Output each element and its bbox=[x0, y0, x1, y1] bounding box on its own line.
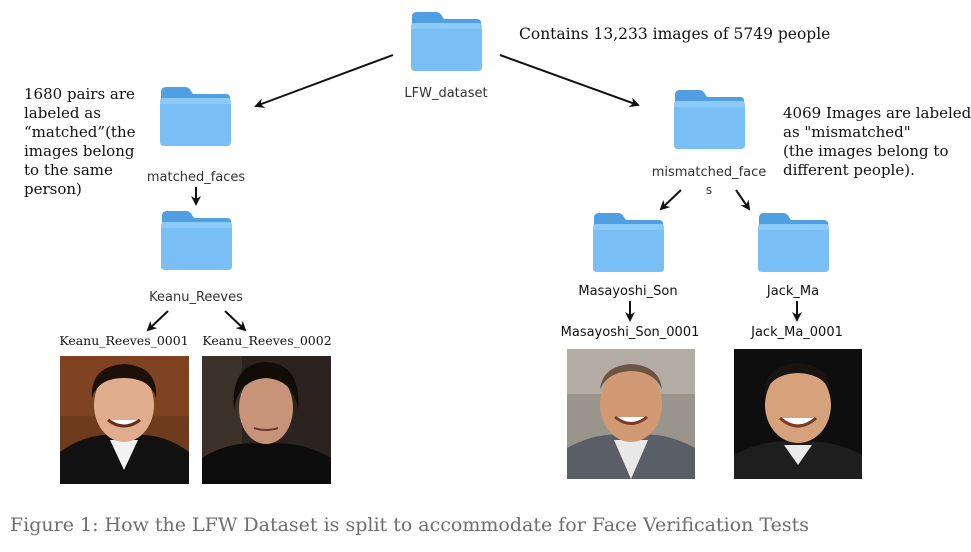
folder-label-jack-ma: Jack_Ma bbox=[766, 284, 820, 299]
matched-note-line: “matched”(the bbox=[24, 123, 136, 141]
folder-label-mismatched-faces-line2: s bbox=[705, 183, 713, 197]
face-photo-jack-ma-0001 bbox=[734, 349, 862, 479]
mismatched-note-line: (the images belong to bbox=[783, 142, 949, 160]
matched-note: 1680 pairs are labeled as “matched”(the … bbox=[24, 85, 164, 199]
matched-note-line: images belong bbox=[24, 142, 135, 160]
folder-label-lfw-dataset: LFW_dataset bbox=[404, 86, 488, 101]
mismatched-note-line: 4069 Images are labeled bbox=[783, 104, 971, 122]
file-label-jack-ma-0001: Jack_Ma_0001 bbox=[751, 325, 843, 340]
folder-icon-matched-faces bbox=[160, 87, 231, 146]
face-photo-masayoshi-son-0001 bbox=[567, 349, 695, 479]
mismatched-note-line: as "mismatched" bbox=[783, 123, 911, 141]
folder-icon-lfw-dataset bbox=[411, 12, 482, 71]
matched-note-line: labeled as bbox=[24, 104, 101, 122]
arrow-icon bbox=[735, 189, 751, 211]
arrow-icon bbox=[254, 54, 394, 108]
face-photo-keanu-reeves-0001 bbox=[60, 356, 189, 484]
folder-icon-keanu-reeves bbox=[161, 211, 232, 270]
face-photo-keanu-reeves-0002 bbox=[202, 356, 331, 484]
matched-note-line: to the same bbox=[24, 161, 113, 179]
folder-icon-masayoshi-son bbox=[593, 213, 664, 272]
file-label-keanu-reeves-0001: Keanu_Reeves_0001 bbox=[59, 333, 189, 348]
folder-label-mismatched-faces-line1: mismatched_face bbox=[651, 165, 767, 180]
arrow-icon bbox=[659, 189, 682, 211]
folder-label-matched-faces: matched_faces bbox=[146, 170, 246, 185]
folder-icon-mismatched-faces bbox=[674, 90, 745, 149]
file-label-masayoshi-son-0001: Masayoshi_Son_0001 bbox=[560, 325, 700, 340]
arrow-icon bbox=[499, 54, 640, 107]
arrow-icon bbox=[224, 310, 247, 332]
figure-caption: Figure 1: How the LFW Dataset is split t… bbox=[10, 514, 810, 536]
matched-note-line: person) bbox=[24, 180, 82, 198]
folder-icon-jack-ma bbox=[758, 213, 829, 272]
mismatched-note: 4069 Images are labeled as "mismatched" … bbox=[783, 104, 971, 180]
matched-note-line: 1680 pairs are bbox=[24, 85, 135, 103]
arrow-icon bbox=[146, 310, 169, 332]
root-note: Contains 13,233 images of 5749 people bbox=[519, 25, 831, 43]
folder-label-keanu-reeves: Keanu_Reeves bbox=[149, 290, 243, 305]
mismatched-note-line: different people). bbox=[783, 161, 915, 179]
file-label-keanu-reeves-0002: Keanu_Reeves_0002 bbox=[202, 333, 332, 348]
folder-label-masayoshi-son: Masayoshi_Son bbox=[578, 284, 678, 299]
